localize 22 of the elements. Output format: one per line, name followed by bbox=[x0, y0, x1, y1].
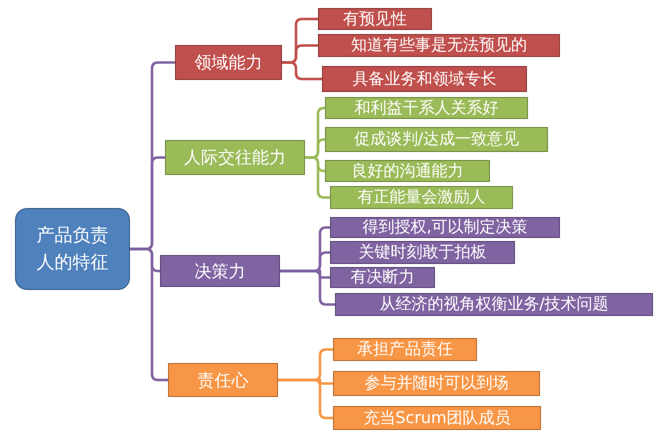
trait-box: 知道有些事是无法预见的 bbox=[318, 34, 560, 57]
category-box: 决策力 bbox=[160, 255, 280, 287]
trait-box: 充当Scrum团队成员 bbox=[333, 406, 541, 430]
trait-box: 促成谈判/达成一致意见 bbox=[325, 127, 548, 152]
trait-box: 承担产品责任 bbox=[333, 338, 477, 361]
trait-box: 参与并随时可以到场 bbox=[333, 371, 540, 396]
trait-box: 有预见性 bbox=[318, 8, 432, 30]
connector-line bbox=[278, 378, 333, 420]
trait-box: 和利益干系人关系好 bbox=[325, 97, 528, 119]
trait-box: 有决断力 bbox=[330, 267, 435, 288]
trait-box: 具备业务和领域专长 bbox=[322, 66, 527, 92]
trait-box: 得到授权,可以制定决策 bbox=[330, 217, 560, 238]
category-box: 人际交往能力 bbox=[165, 140, 305, 175]
category-box: 责任心 bbox=[168, 363, 278, 397]
connector-line bbox=[282, 61, 322, 80]
trait-box: 关键时刻敢于拍板 bbox=[330, 241, 515, 264]
connector-line bbox=[305, 156, 330, 199]
trait-box: 良好的沟通能力 bbox=[325, 160, 490, 182]
topic-box: 产品负责人的特征 bbox=[15, 208, 130, 290]
trait-box: 有正能量会激励人 bbox=[330, 186, 513, 209]
trait-box: 从经济的视角权衡业务/技术问题 bbox=[335, 293, 653, 316]
category-box: 领域能力 bbox=[175, 45, 282, 80]
